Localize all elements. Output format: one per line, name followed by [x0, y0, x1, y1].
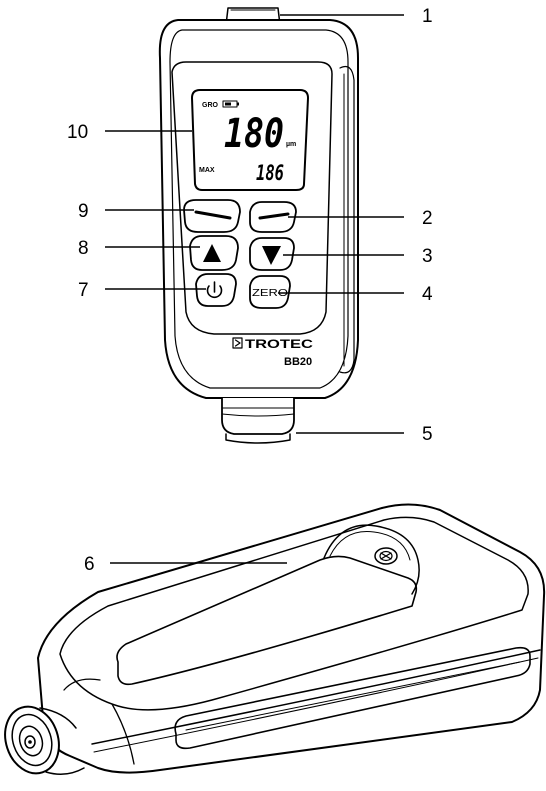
- probe-head: [4, 705, 85, 775]
- callout-9: 9: [78, 201, 89, 222]
- down-arrow-icon: [262, 246, 281, 265]
- callout-5: 5: [422, 424, 433, 445]
- callout-6: 6: [84, 554, 95, 575]
- callout-7: 7: [78, 280, 89, 301]
- callout-2: 2: [422, 208, 433, 229]
- trotec-logo-icon: [232, 337, 243, 349]
- lcd-mode-text: GRO: [202, 102, 219, 109]
- screw-icon: [374, 547, 398, 565]
- callout-10: 10: [67, 122, 88, 143]
- power-button[interactable]: [195, 273, 237, 307]
- brand-name: TROTEC: [245, 337, 313, 351]
- lcd-max-value: 186: [256, 161, 284, 185]
- power-icon: [206, 281, 223, 299]
- lcd-main-value: 180: [224, 111, 284, 157]
- battery-cover: [116, 555, 418, 686]
- back-view: [4, 503, 546, 775]
- lcd-unit: µm: [286, 141, 296, 148]
- side-grip: [174, 646, 531, 750]
- callout-3: 3: [422, 246, 433, 267]
- callout-4: 4: [422, 284, 433, 305]
- zero-button-label: ZERO: [252, 288, 288, 299]
- callout-8: 8: [78, 238, 89, 259]
- front-panel: [171, 61, 333, 335]
- clip-loop: [323, 524, 420, 595]
- model-name: BB20: [284, 356, 312, 368]
- back-body: [37, 503, 546, 774]
- zero-button[interactable]: [249, 275, 291, 309]
- callout-1: 1: [422, 6, 433, 27]
- lcd-max-label: MAX: [199, 167, 215, 174]
- callout-lines: [105, 14, 404, 564]
- lcd-display: [191, 89, 309, 191]
- front-view: [158, 7, 359, 444]
- up-arrow-icon: [203, 244, 221, 262]
